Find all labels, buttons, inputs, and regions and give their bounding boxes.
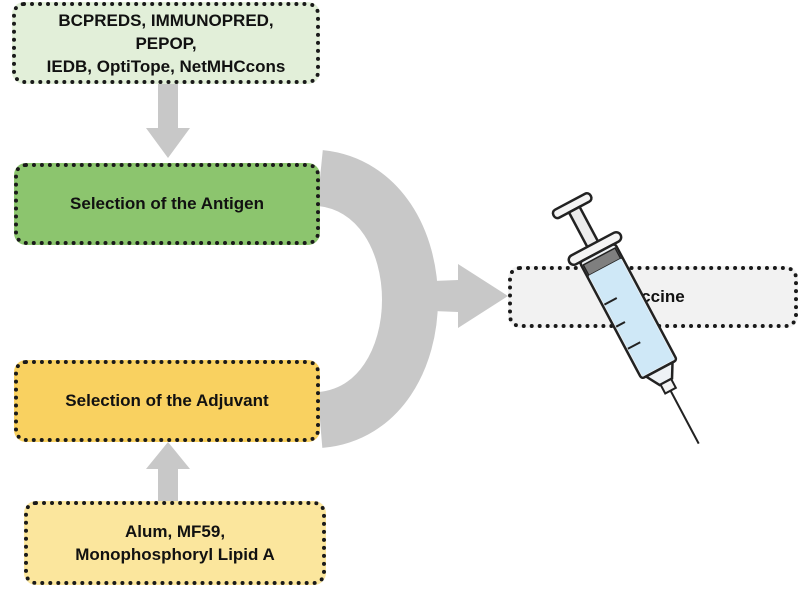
adjuvant-tools-box: Alum, MF59, Monophosphoryl Lipid A xyxy=(24,501,326,585)
arrow-down-to-antigen xyxy=(146,84,190,158)
antigen-tools-box: BCPREDS, IMMUNOPRED, PEPOP, IEDB, OptiTo… xyxy=(12,2,320,84)
adjuvant-selection-label: Selection of the Adjuvant xyxy=(65,391,269,410)
antigen-tools-line-2: PEPOP, xyxy=(135,33,197,53)
adjuvant-tools-line-2: Monophosphoryl Lipid A xyxy=(75,545,275,564)
antigen-selection-label: Selection of the Antigen xyxy=(70,194,264,213)
adjuvant-tools-line-1: Alum, MF59, xyxy=(124,522,226,541)
antigen-tools-line-1: BCPREDS, IMMUNOPRED, xyxy=(58,10,274,30)
antigen-tools-line-3: IEDB, OptiTope, NetMHCcons xyxy=(46,56,286,76)
antigen-selection-box: Selection of the Antigen xyxy=(14,163,320,245)
adjuvant-selection-box: Selection of the Adjuvant xyxy=(14,360,320,442)
arrow-right-to-vaccine xyxy=(408,264,508,328)
arrow-up-to-adjuvant xyxy=(146,442,190,501)
